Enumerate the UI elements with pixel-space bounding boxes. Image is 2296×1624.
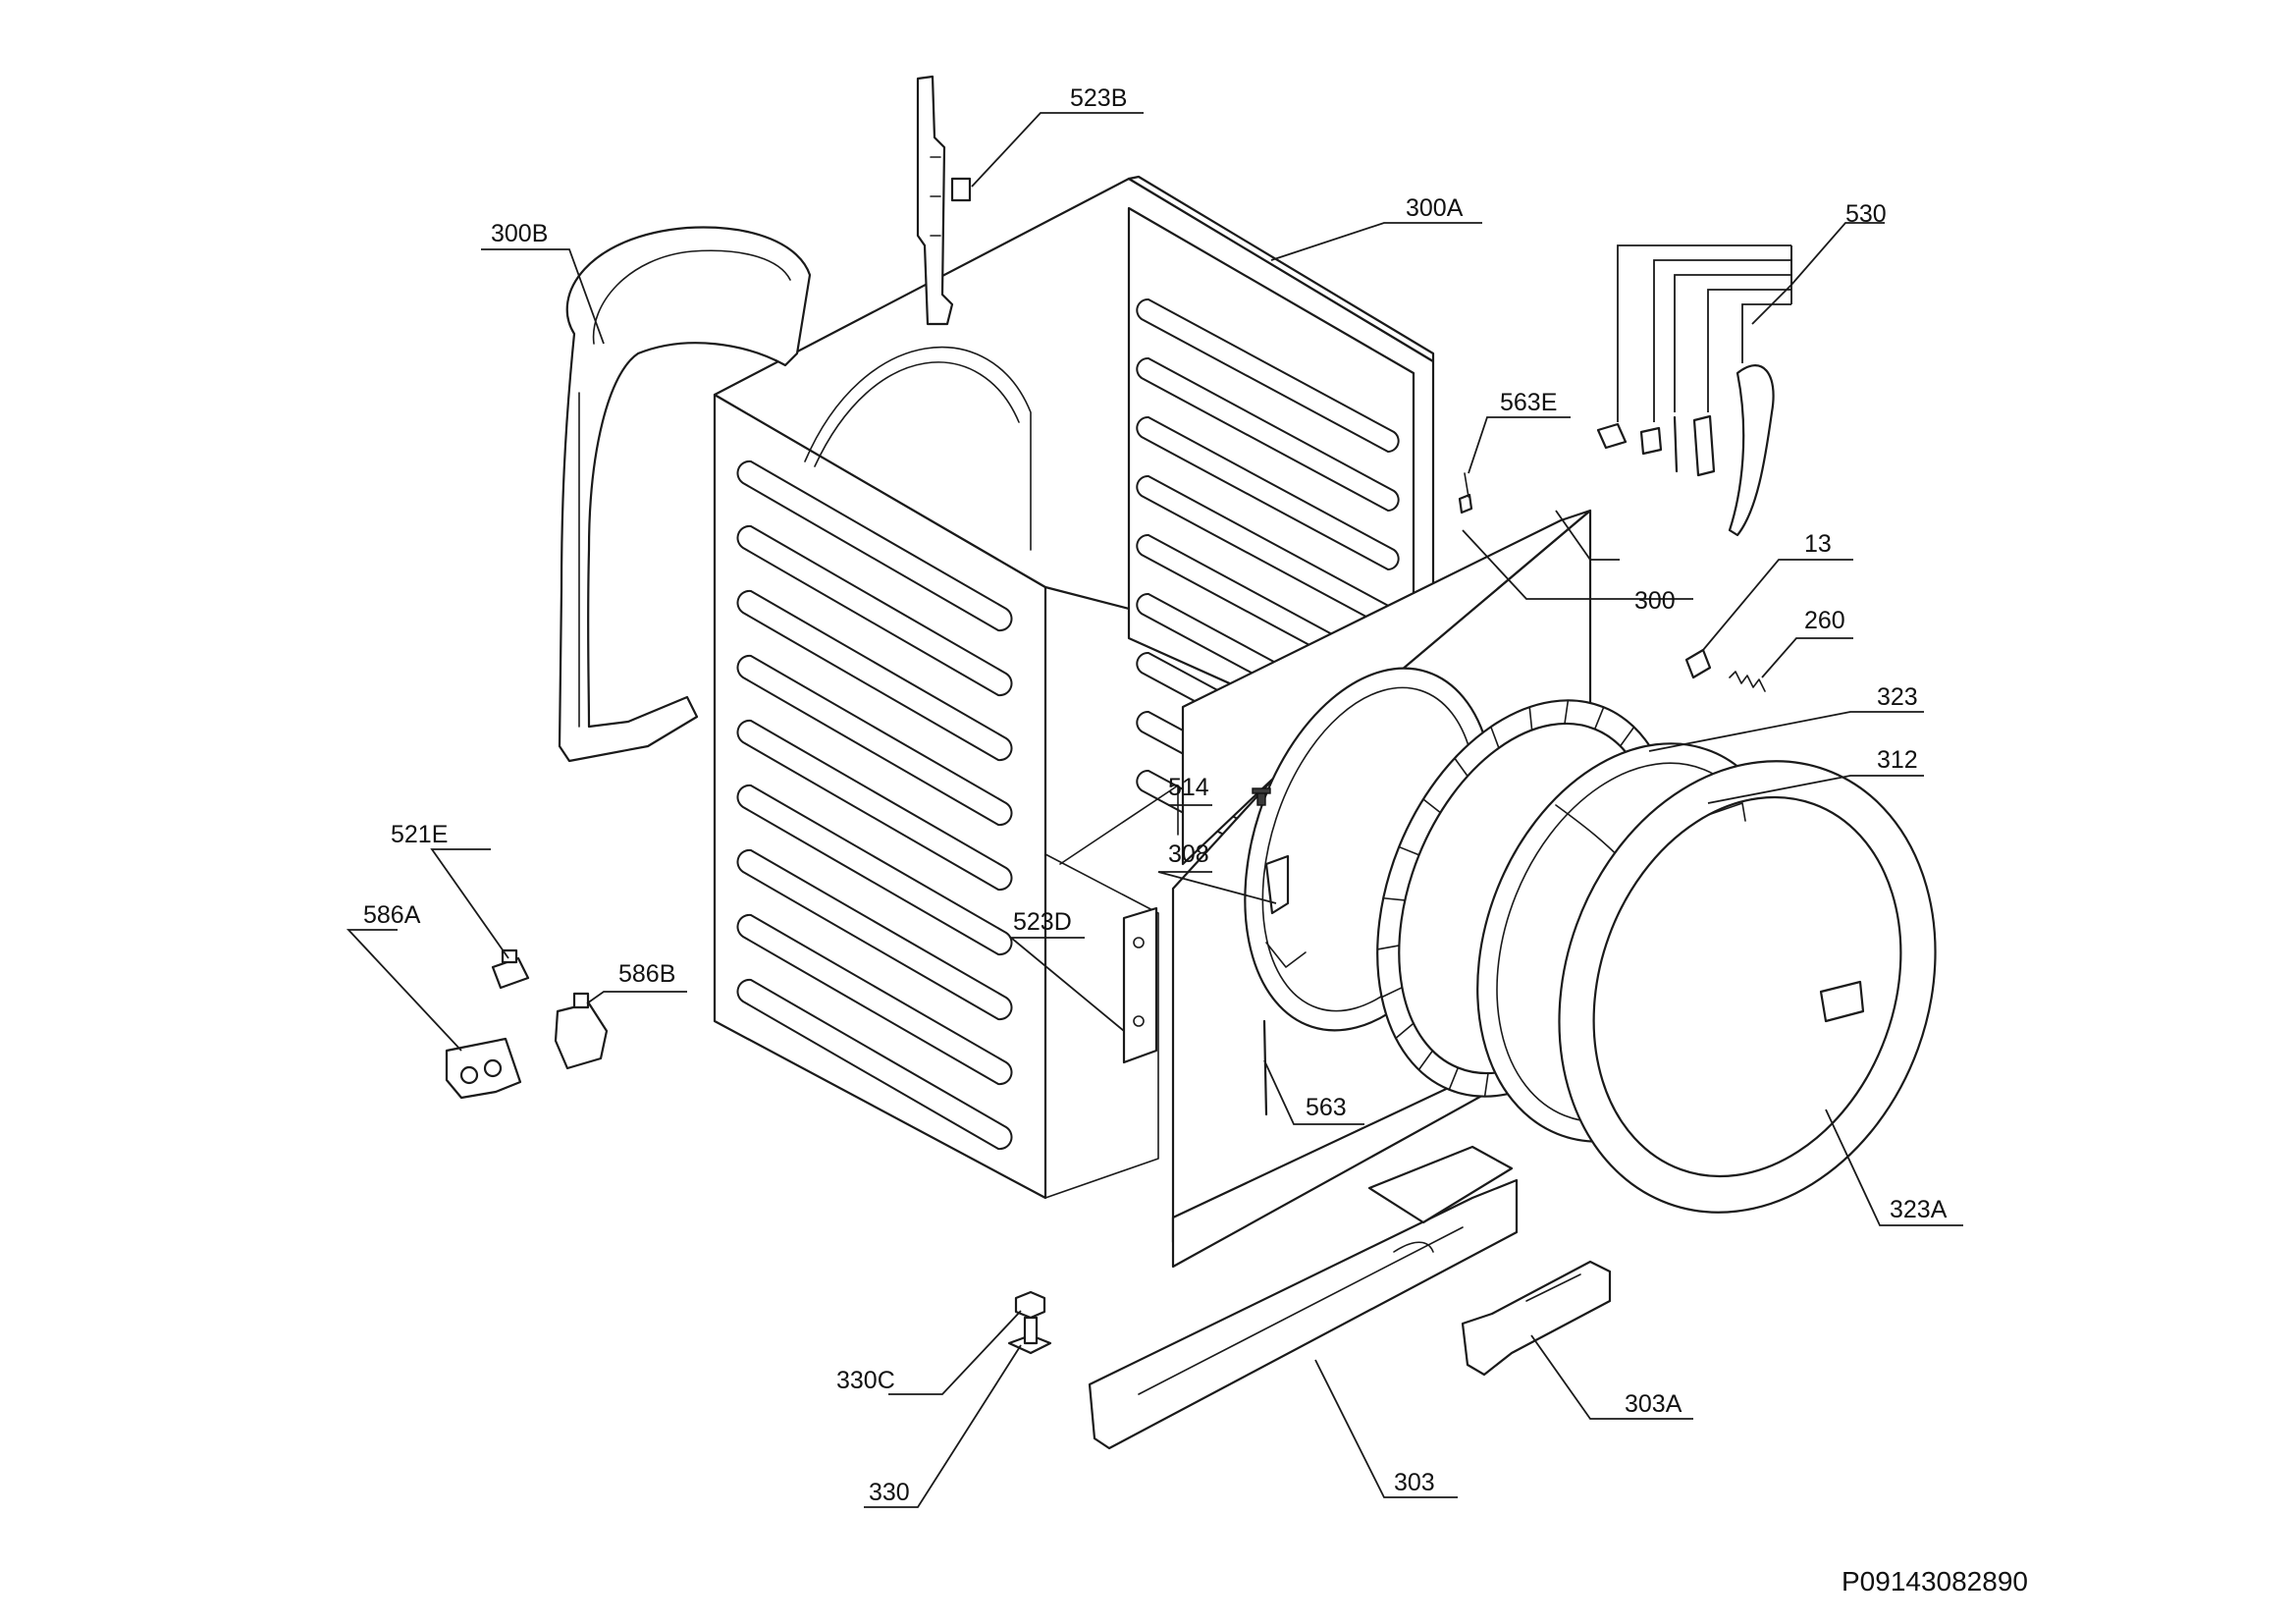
callout-303A: 303A <box>1625 1390 1682 1418</box>
ring-rib <box>1483 1072 1489 1098</box>
foot-nut-330C <box>1014 1290 1046 1320</box>
left-panel-rib <box>736 978 1013 1151</box>
ring-rib <box>1417 1050 1434 1071</box>
left-panel-rib <box>736 784 1013 956</box>
callout-260: 260 <box>1804 607 1845 634</box>
callout-323: 323 <box>1877 683 1918 711</box>
ring-rib <box>1454 757 1468 778</box>
ring-rib <box>1528 706 1533 731</box>
leader-lines <box>346 112 1963 1508</box>
foot-330 <box>1007 1316 1052 1355</box>
callout-523B: 523B <box>1070 84 1127 112</box>
ring-rib <box>1422 798 1442 814</box>
left-panel-rib <box>736 719 1013 892</box>
callout-323A: 323A <box>1890 1196 1948 1223</box>
callout-330: 330 <box>869 1479 910 1506</box>
callout-312: 312 <box>1877 746 1918 774</box>
diagram-reference-code: P09143082890 <box>1842 1566 2028 1597</box>
ring-rib <box>1448 1066 1460 1091</box>
ring-rib <box>1380 986 1404 999</box>
door-outer-frame-323A <box>1558 760 1937 1214</box>
connector-521E <box>491 948 530 990</box>
control-panel-303 <box>1088 1145 1519 1450</box>
ring-rib <box>1564 699 1570 725</box>
rod-563 <box>1262 1019 1268 1116</box>
bracket-523D <box>1122 906 1158 1064</box>
callout-514: 514 <box>1168 774 1209 801</box>
callout-563: 563 <box>1306 1094 1347 1121</box>
ring-rib <box>1490 726 1500 749</box>
plug-13 <box>1684 648 1712 679</box>
left-panel-rib <box>736 589 1013 762</box>
screw-514 <box>1252 787 1271 806</box>
callout-586A: 586A <box>363 901 421 929</box>
left-panel-rib <box>736 524 1013 697</box>
ring-rib <box>1619 726 1635 747</box>
back-panel-rib <box>1136 298 1400 454</box>
callout-530: 530 <box>1845 200 1887 228</box>
ring-rib <box>1398 845 1420 856</box>
ring-rib <box>1376 945 1401 950</box>
ring-rib <box>1395 1022 1415 1040</box>
spring-260 <box>1729 671 1766 692</box>
callout-563E: 563E <box>1500 389 1557 416</box>
callout-labels: 523B 300B 300A 530 563E 300 13 260 323 3… <box>363 84 1948 1506</box>
left-panel-rib <box>736 460 1013 632</box>
left-panel-rib <box>736 913 1013 1086</box>
terminal-block-586A <box>445 1037 522 1100</box>
callout-300B: 300B <box>491 220 548 247</box>
cabinet-left-panel <box>713 393 1047 1200</box>
ring-rib <box>1593 706 1605 731</box>
callout-308: 308 <box>1168 840 1209 868</box>
callout-13: 13 <box>1804 530 1832 558</box>
door-hinge-308 <box>1264 854 1290 915</box>
ring-rib <box>1382 896 1407 901</box>
callout-523D: 523D <box>1013 908 1072 936</box>
back-panel-rib <box>1136 356 1400 513</box>
callout-300A: 300A <box>1406 194 1464 222</box>
harness-clip-523B <box>916 75 972 326</box>
callout-330C: 330C <box>836 1367 895 1394</box>
callout-303: 303 <box>1394 1469 1435 1496</box>
rear-drum-opening <box>804 346 1032 551</box>
left-panel-rib <box>736 848 1013 1021</box>
back-panel-rib <box>1136 415 1400 571</box>
bolt-563E <box>1458 472 1473 514</box>
callout-521E: 521E <box>391 821 448 848</box>
terminal-block-586B <box>554 992 609 1070</box>
callout-586B: 586B <box>618 960 675 988</box>
door-handle-kit-530 <box>1596 364 1775 537</box>
detergent-drawer-303A <box>1461 1260 1612 1377</box>
left-panel-rib <box>736 654 1013 827</box>
callout-300: 300 <box>1634 587 1676 615</box>
rear-seal-300B <box>558 226 812 763</box>
